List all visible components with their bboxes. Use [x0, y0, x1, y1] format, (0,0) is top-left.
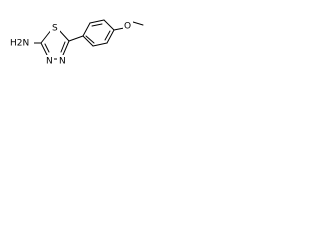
bond-phenyl-inner-3 [85, 35, 95, 44]
molecule-structure: H2N S N N O [10, 19, 144, 67]
nitrogen-left-label-bg [44, 55, 54, 67]
bond-phenyl-6 [82, 35, 94, 47]
amine-label-bg [10, 37, 34, 49]
oxygen-label: O [124, 22, 131, 32]
sulfur-label: S [52, 24, 58, 34]
nitrogen-right-label-bg [57, 55, 67, 67]
bond-n3-c2-double [44, 43, 50, 53]
bond-phenyl-5 [92, 42, 108, 47]
bond-c5-n4-double [60, 41, 66, 53]
bond-c5-n4 [62, 40, 70, 56]
bond-phenyl-3 [103, 19, 115, 31]
bond-phenyl-oxygen [113, 27, 125, 31]
sulfur-label-bg [50, 22, 60, 34]
oxygen-label-bg [123, 20, 133, 32]
amine-label: H2N [10, 39, 29, 49]
bond-c5-phenyl [68, 35, 84, 42]
nitrogen-left-label: N [46, 57, 53, 67]
bond-phenyl-inner-2 [104, 30, 111, 41]
bond-phenyl-4 [106, 29, 115, 44]
bond-phenyl-1 [82, 22, 91, 37]
bond-n3-c2 [40, 42, 48, 56]
bond-phenyl-inner-1 [91, 23, 103, 27]
bond-oxygen-methyl [132, 21, 144, 26]
bond-phenyl-2 [89, 19, 105, 24]
nitrogen-right-label: N [59, 57, 66, 67]
